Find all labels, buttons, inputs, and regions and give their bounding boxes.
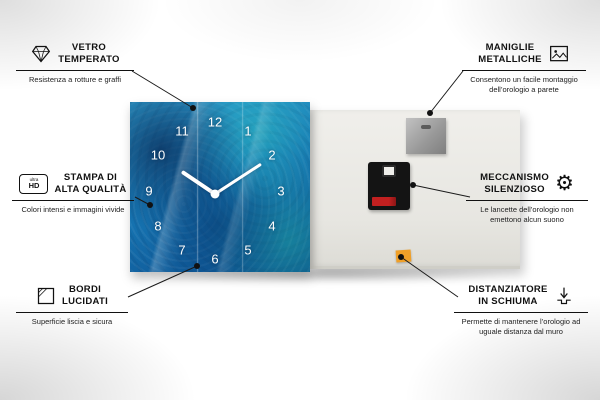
ultra-hd-icon-label-bottom: HD: [28, 181, 40, 191]
callout-title: BORDI LUCIDATI: [61, 284, 109, 307]
callout-subtitle: Permette di mantenere l’orologio ad ugua…: [461, 316, 581, 336]
clock-number: 8: [154, 218, 162, 234]
clock-number: 1: [244, 123, 252, 139]
polished-edge-icon: [36, 286, 56, 306]
clock-number: 4: [268, 218, 276, 234]
clock-number: 10: [150, 147, 166, 163]
callout-line-maniglie: [429, 70, 464, 114]
foam-spacer: [395, 249, 412, 263]
gear-icon: ⚙: [555, 172, 574, 196]
diamond-icon: [30, 44, 52, 64]
picture-frame-icon: [548, 44, 570, 64]
callout-bordi-lucidati: BORDI LUCIDATI Superficie liscia e sicur…: [16, 284, 128, 327]
hanger-slot: [421, 125, 431, 129]
minute-hand: [214, 162, 262, 196]
callout-meccanismo-silenzioso: MECCANISMO SILENZIOSO ⚙ Le lancette dell…: [466, 172, 588, 224]
callout-maniglie-metalliche: MANIGLIE METALLICHE Consentono un facile…: [462, 42, 586, 94]
ultra-hd-icon-label-top: ultra: [29, 176, 39, 182]
clock-number: 7: [178, 242, 186, 258]
callout-subtitle: Superficie liscia e sicura: [31, 316, 113, 326]
clock-number: 6: [211, 251, 219, 267]
clock-front-panel: 1 2 3 4 5 6 7 8 9 10 11 12: [130, 102, 310, 272]
callout-title: VETRO TEMPERATO: [58, 42, 120, 65]
callout-title: MANIGLIE METALLICHE: [478, 42, 542, 65]
clock-number: 12: [207, 114, 223, 130]
callout-title: STAMPA DI ALTA QUALITÀ: [54, 172, 127, 195]
callout-title: DISTANZIATORE IN SCHIUMA: [468, 284, 548, 307]
clock-number: 2: [268, 147, 276, 163]
callout-subtitle: Resistenza a rotture e graffi: [29, 74, 121, 84]
callout-subtitle: Colori intensi e immagini vivide: [21, 204, 125, 214]
battery: [372, 197, 396, 206]
clock-number: 5: [244, 242, 252, 258]
clock-number: 11: [175, 123, 189, 139]
callout-distanziatore-in-schiuma: DISTANZIATORE IN SCHIUMA Permette di man…: [454, 284, 588, 336]
ultra-hd-icon: ultra HD: [19, 173, 49, 194]
clock-center-cap: [210, 189, 220, 199]
clock-number: 3: [277, 183, 285, 199]
callout-title: MECCANISMO SILENZIOSO: [480, 172, 550, 195]
callout-subtitle: Consentono un facile montaggio dell’orol…: [470, 74, 578, 94]
wall-spacer-icon: [554, 285, 574, 307]
callout-subtitle: Le lancette dell’orologio non emettono a…: [480, 204, 574, 224]
metal-hanger-plate: [406, 118, 446, 154]
callout-vetro-temperato: VETRO TEMPERATO Resistenza a rotture e g…: [16, 42, 134, 85]
callout-stampa-alta-qualita: ultra HD STAMPA DI ALTA QUALITÀ Colori i…: [12, 172, 134, 215]
mechanism-hook: [382, 165, 396, 177]
clock-number: 9: [145, 183, 153, 199]
clock-mechanism: [368, 162, 410, 210]
